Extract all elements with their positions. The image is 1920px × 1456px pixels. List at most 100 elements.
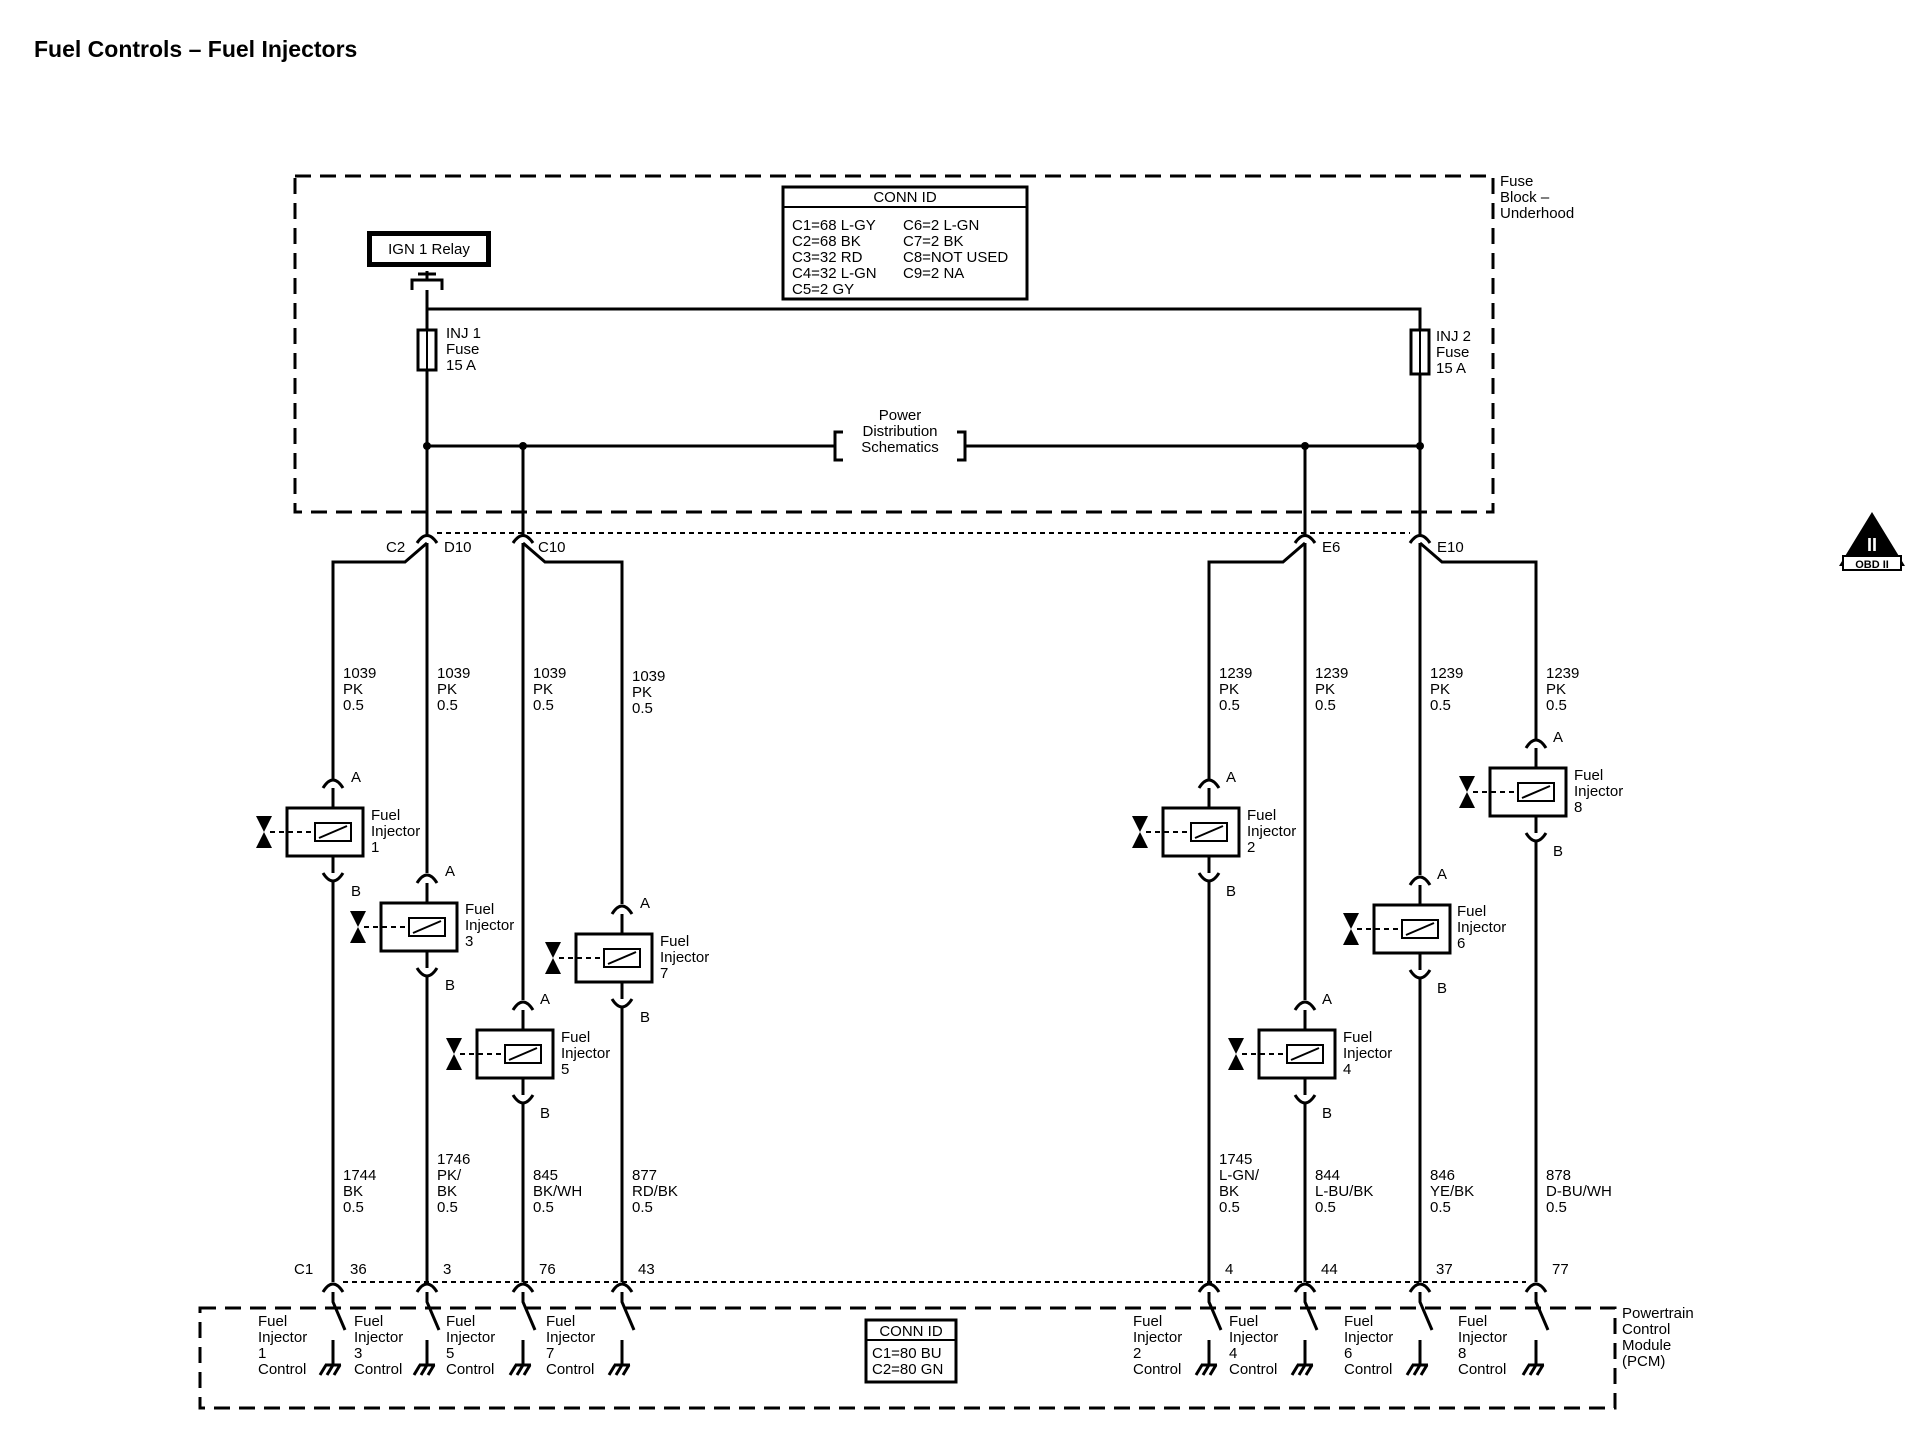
svg-text:Control: Control [1229,1361,1277,1378]
fuse2-label: 15 A [1436,360,1466,377]
svg-text:Injector: Injector [371,823,420,840]
svg-text:A: A [1437,866,1447,883]
svg-text:B: B [1322,1105,1332,1122]
svg-text:BK/WH: BK/WH [533,1183,582,1200]
fuel-injector-8: A B Fuel Injector 8 [1459,729,1623,860]
svg-text:Control: Control [446,1361,494,1378]
fuse1-label: Fuse [446,341,479,358]
fuel-injector-2: A B Fuel Injector 2 [1132,769,1296,900]
fuse-block-label-2: Block – [1500,189,1550,206]
svg-text:Fuel: Fuel [660,933,689,950]
connector-label-c2: C2 [386,539,405,556]
svg-text:1239: 1239 [1430,665,1463,682]
svg-text:YE/BK: YE/BK [1430,1183,1474,1200]
pcm-pin: 44 [1321,1261,1338,1278]
svg-text:8: 8 [1458,1345,1466,1362]
svg-text:Fuel: Fuel [1574,767,1603,784]
svg-text:877: 877 [632,1167,657,1184]
svg-text:PK: PK [343,681,363,698]
svg-text:A: A [1553,729,1563,746]
svg-text:1039: 1039 [533,665,566,682]
svg-text:Injector: Injector [546,1329,595,1346]
svg-text:BK: BK [437,1183,457,1200]
pcm-conn-id-box [864,1318,958,1384]
fuse2-label: Fuse [1436,344,1469,361]
svg-text:A: A [640,895,650,912]
svg-text:3: 3 [465,933,473,950]
connector-label-e6: E6 [1322,539,1340,556]
svg-text:Injector: Injector [465,917,514,934]
svg-text:1239: 1239 [1219,665,1252,682]
pcm-pin: 77 [1552,1261,1569,1278]
fuel-injector-1: A B Fuel Injector 1 [256,769,420,900]
pcm-pin: 37 [1436,1261,1453,1278]
conn-id-line: C9=2 NA [903,265,964,282]
svg-text:Injector: Injector [561,1045,610,1062]
svg-text:1039: 1039 [632,668,665,685]
svg-text:Fuel: Fuel [546,1313,575,1330]
fuse-block-label-1: Fuse [1500,173,1533,190]
svg-text:PK: PK [1546,681,1566,698]
svg-text:1744: 1744 [343,1167,376,1184]
svg-text:A: A [540,991,550,1008]
svg-text:PK: PK [1219,681,1239,698]
svg-text:Fuel: Fuel [1458,1313,1487,1330]
svg-text:1746: 1746 [437,1151,470,1168]
fuse1-label: INJ 1 [446,325,481,342]
pcm-label: (PCM) [1622,1353,1665,1370]
svg-text:PK/: PK/ [437,1167,462,1184]
svg-text:1239: 1239 [1315,665,1348,682]
power-dist-label: Distribution [862,423,937,440]
svg-text:846: 846 [1430,1167,1455,1184]
svg-text:Injector: Injector [258,1329,307,1346]
svg-text:3: 3 [354,1345,362,1362]
svg-text:B: B [640,1009,650,1026]
svg-text:Injector: Injector [1457,919,1506,936]
svg-text:A: A [1322,991,1332,1008]
svg-text:6: 6 [1344,1345,1352,1362]
svg-text:0.5: 0.5 [1430,1199,1451,1216]
svg-text:Fuel: Fuel [1133,1313,1162,1330]
svg-text:844: 844 [1315,1167,1340,1184]
svg-text:0.5: 0.5 [632,700,653,717]
svg-text:Fuel: Fuel [258,1313,287,1330]
svg-text:0.5: 0.5 [1219,697,1240,714]
connector-label-c10: C10 [538,539,566,556]
svg-text:BK: BK [343,1183,363,1200]
fuel-injector-3: A B Fuel Injector 3 [350,863,514,994]
svg-text:0.5: 0.5 [437,697,458,714]
svg-text:0.5: 0.5 [1546,1199,1567,1216]
svg-text:Control: Control [546,1361,594,1378]
pcm-outline [198,1306,1617,1410]
svg-text:L-GN/: L-GN/ [1219,1167,1260,1184]
bus-wire [425,290,1422,330]
svg-text:0.5: 0.5 [533,1199,554,1216]
conn-id-line: C8=NOT USED [903,249,1008,266]
svg-text:L-BU/BK: L-BU/BK [1315,1183,1373,1200]
conn-id-line: C2=68 BK [792,233,861,250]
svg-text:0.5: 0.5 [343,1199,364,1216]
svg-text:1: 1 [258,1345,266,1362]
svg-text:Fuel: Fuel [1344,1313,1373,1330]
svg-text:Fuel: Fuel [446,1313,475,1330]
svg-text:6: 6 [1457,935,1465,952]
pcm-pin: 43 [638,1261,655,1278]
svg-text:II: II [1867,535,1877,555]
fuel-injector-4: A B Fuel Injector 4 [1228,991,1392,1122]
svg-text:2: 2 [1133,1345,1141,1362]
svg-text:B: B [1226,883,1236,900]
power-dist-label: Schematics [861,439,939,456]
svg-text:Fuel: Fuel [1229,1313,1258,1330]
svg-text:1: 1 [371,839,379,856]
svg-text:D-BU/WH: D-BU/WH [1546,1183,1612,1200]
pcm-label: Module [1622,1337,1671,1354]
